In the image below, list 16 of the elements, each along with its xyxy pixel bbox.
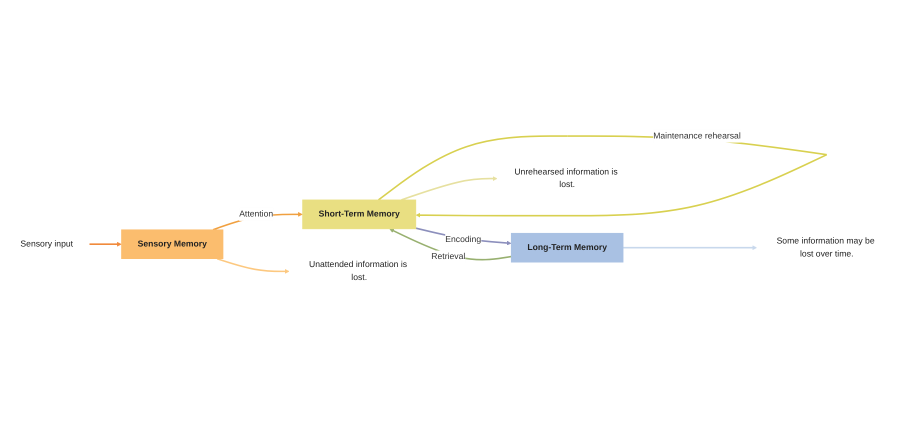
arrow bbox=[216, 258, 290, 274]
arrow bbox=[623, 245, 758, 250]
edge-label: Encoding bbox=[445, 234, 482, 244]
node-text: Unrehearsed information is lost. bbox=[514, 167, 618, 190]
node-text: Some information may be lost over time. bbox=[776, 236, 875, 258]
arrow bbox=[401, 176, 498, 201]
node-text: Unattended information is lost. bbox=[308, 260, 408, 282]
arrow bbox=[89, 242, 122, 247]
edge-label: Maintenance rehearsal bbox=[653, 131, 741, 140]
node-text: Sensory input bbox=[20, 239, 74, 249]
arrow bbox=[389, 228, 512, 260]
edge-label: Attention bbox=[239, 210, 274, 219]
node-box: Short-Term Memory bbox=[302, 200, 416, 230]
node-box: Long-Term Memory bbox=[510, 232, 624, 262]
node-box: Sensory Memory bbox=[121, 229, 224, 259]
edge-label: Retrieval bbox=[431, 252, 466, 262]
